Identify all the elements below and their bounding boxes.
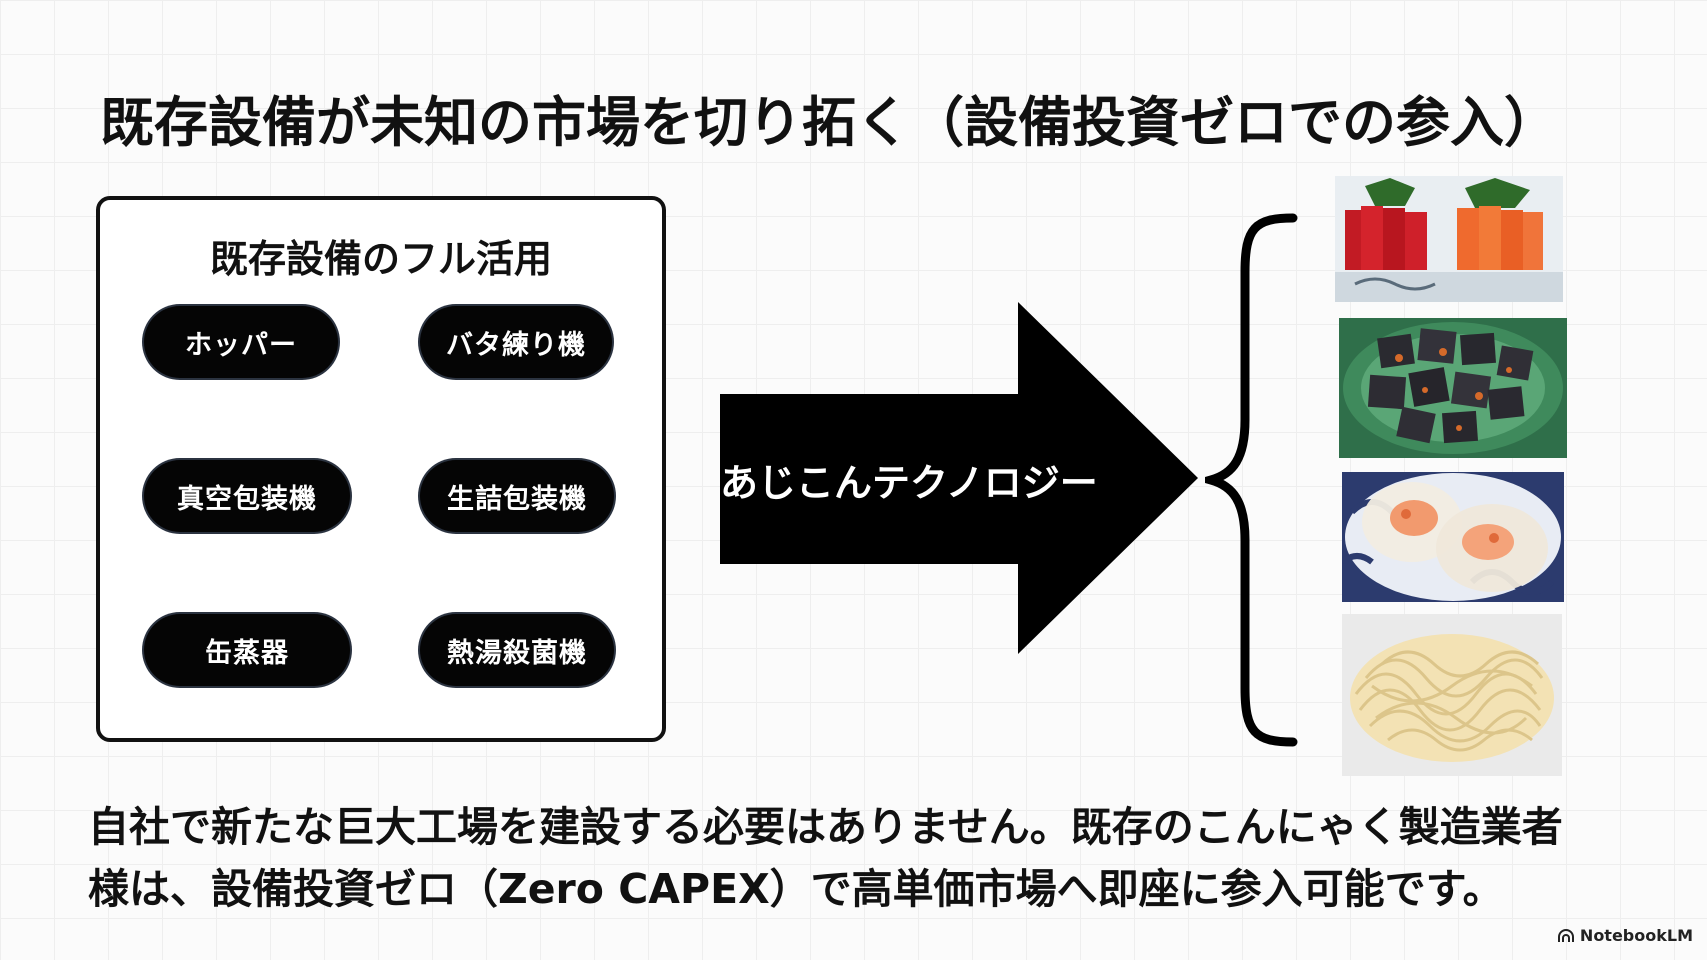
technology-label: あじこんテクノロジー [720, 461, 1098, 505]
equipment-item-sterilizer: 熱湯殺菌機 [420, 614, 614, 686]
equipment-item-vacuum-packer: 真空包装機 [144, 460, 350, 532]
equipment-panel: 既存設備のフル活用 ホッパー バタ練り機 真空包装機 生詰包装機 缶蒸器 熱湯殺… [96, 196, 666, 742]
body-text: 自社で新たな巨大工場を建設する必要はありません。既存のこんにゃく製造業者 様は、… [88, 796, 1648, 920]
body-line-2: 様は、設備投資ゼロ（Zero CAPEX）で高単価市場へ即座に参入可能です。 [88, 865, 1504, 913]
equipment-item-mixer: バタ練り機 [420, 306, 612, 378]
technology-arrow [720, 302, 1198, 654]
equipment-item-filling-packer: 生詰包装機 [420, 460, 614, 532]
dumpling-photo [1342, 472, 1564, 602]
noodles-photo [1342, 614, 1562, 776]
curly-brace [1205, 213, 1298, 747]
equipment-item-steamer: 缶蒸器 [144, 614, 350, 686]
sashimi-photo [1335, 176, 1563, 302]
equipment-heading: 既存設備のフル活用 [209, 237, 552, 281]
konjac-dish-photo [1339, 318, 1567, 458]
body-line-1: 自社で新たな巨大工場を建設する必要はありません。既存のこんにゃく製造業者 [88, 803, 1563, 851]
notebooklm-logo-icon [1557, 928, 1574, 942]
logo-text: NotebookLM [1579, 926, 1693, 945]
slide-title: 既存設備が未知の市場を切り拓く（設備投資ゼロでの参入） [100, 91, 1558, 154]
equipment-item-hopper: ホッパー [144, 306, 338, 378]
notebooklm-logo: NotebookLM [1557, 926, 1693, 945]
